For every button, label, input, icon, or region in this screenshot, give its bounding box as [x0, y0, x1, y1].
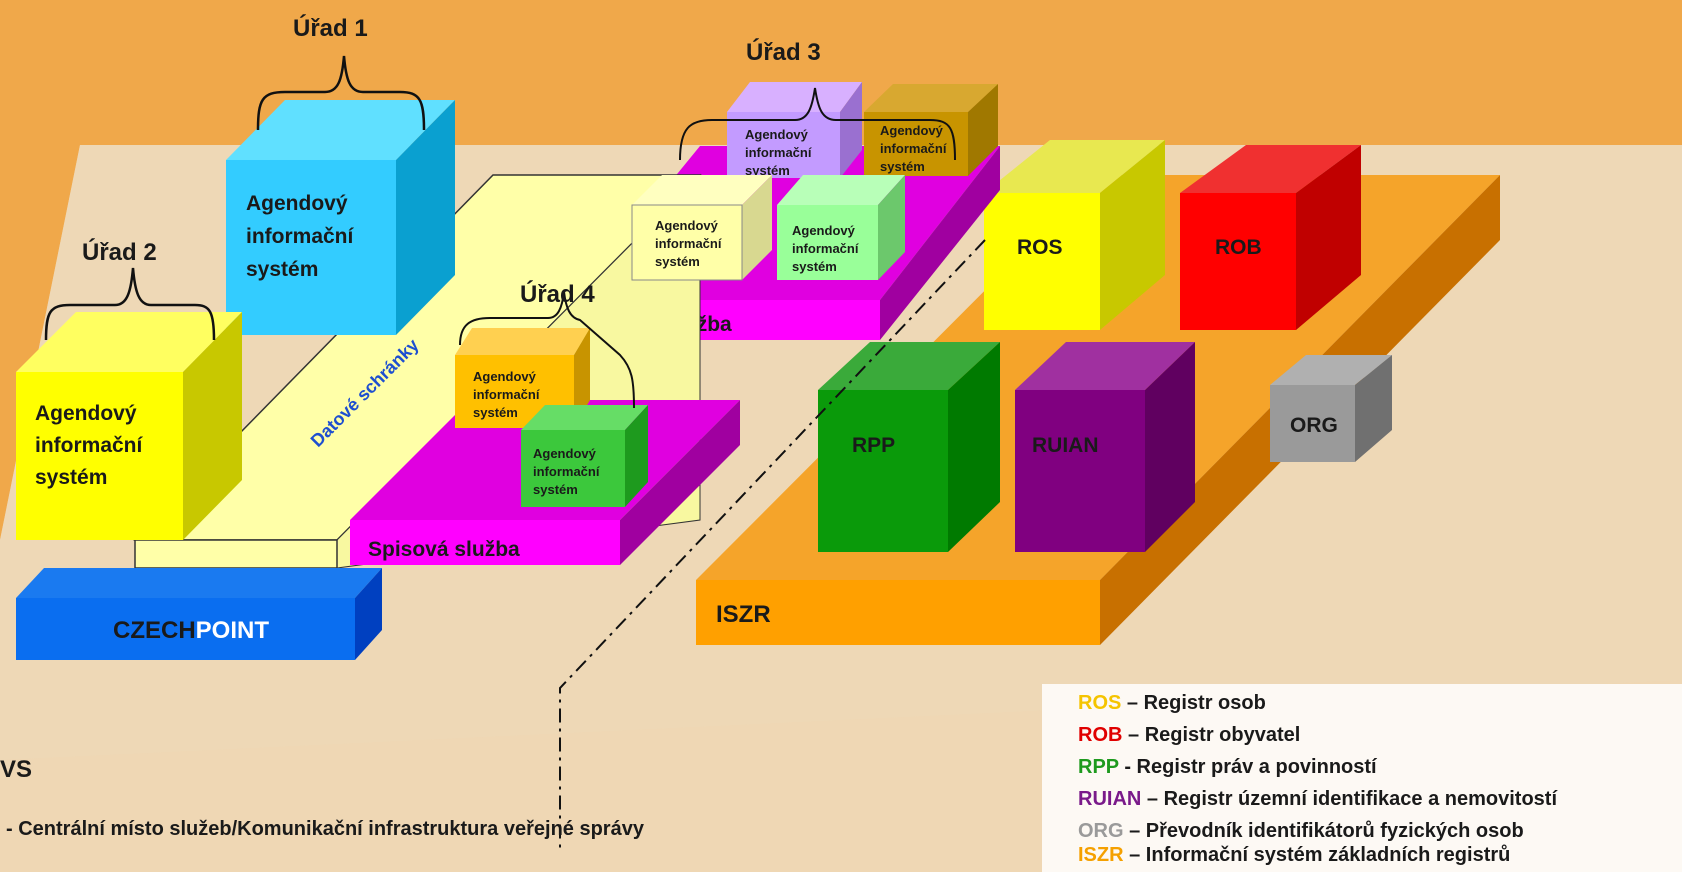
- org-cube: ORG: [1270, 355, 1392, 462]
- legend-abbr-org: ORG: [1078, 820, 1124, 842]
- ais-urad4-green-label: Agendový informační systém: [533, 446, 603, 497]
- ais-urad3-green-label: Agendový informační systém: [792, 223, 862, 274]
- separator-line: [559, 239, 986, 850]
- ros-cube: ROS: [984, 140, 1165, 330]
- ruian-cube: RUIAN: [1015, 342, 1195, 552]
- ais-urad4-green-cube: Agendový informační systém: [521, 405, 648, 507]
- ais-urad2-label: Agendový informační systém: [35, 402, 148, 489]
- ais-urad3-yellow-cube: Agendový informační systém: [631, 175, 772, 281]
- urad2-label: Úřad 2: [82, 238, 157, 266]
- legend-row-rpp: RPP - Registr práv a povinností: [1078, 756, 1377, 779]
- ais-urad1-cube: Agendový informační systém: [226, 100, 455, 335]
- legend-text-ruian: – Registr územní identifikace a nemovito…: [1141, 788, 1558, 810]
- brace-urad4: [459, 291, 635, 409]
- spisova-lower-label: Spisová služba: [368, 538, 520, 561]
- cmvs-description: - Centrální místo služeb/Komunikační inf…: [6, 818, 644, 840]
- ros-label: ROS: [1017, 236, 1063, 259]
- legend-row-ruian: RUIAN – Registr územní identifikace a ne…: [1078, 788, 1557, 811]
- legend: ROS – Registr osob ROB – Registr obyvate…: [1042, 684, 1682, 872]
- brace-urad3: [679, 87, 956, 161]
- ais-urad3-green-cube: Agendový informační systém: [777, 175, 905, 280]
- legend-abbr-ruian: RUIAN: [1078, 788, 1142, 810]
- brace-urad1: [256, 55, 426, 131]
- iszr-label: ISZR: [716, 601, 771, 628]
- ais-urad3-yellow-label: Agendový informační systém: [655, 218, 725, 269]
- legend-text-rob: – Registr obyvatel: [1122, 724, 1301, 746]
- czechpoint-part2: POINT: [196, 617, 270, 644]
- org-label: ORG: [1290, 414, 1338, 437]
- czechpoint-label: CZECHPOINT: [113, 617, 269, 644]
- legend-text-rpp: - Registr práv a povinností: [1118, 756, 1377, 778]
- legend-row-ros: ROS – Registr osob: [1078, 692, 1266, 715]
- rpp-label: RPP: [852, 434, 895, 457]
- ais-urad3-purple-cube: Agendový informační systém: [727, 82, 862, 178]
- ais-urad2-cube: Agendový informační systém: [16, 312, 242, 540]
- legend-abbr-ros: ROS: [1078, 692, 1122, 714]
- ais-urad4-gold-label: Agendový informační systém: [473, 369, 543, 420]
- ais-urad3-ochre-label: Agendový informační systém: [880, 123, 950, 174]
- ais-urad3-ochre-cube: Agendový informační systém: [864, 84, 998, 176]
- ruian-label: RUIAN: [1032, 434, 1099, 457]
- rpp-cube: RPP: [818, 342, 1000, 552]
- legend-text-org: – Převodník identifikátorů fyzických oso…: [1123, 820, 1524, 842]
- legend-abbr-rpp: RPP: [1078, 756, 1119, 778]
- ais-urad1-label: Agendový informační systém: [246, 192, 359, 281]
- legend-abbr-iszr: ISZR: [1078, 844, 1124, 866]
- legend-text-iszr: – Informační systém základních registrů: [1123, 844, 1511, 866]
- urad4-label: Úřad 4: [520, 280, 595, 308]
- legend-row-org: ORG – Převodník identifikátorů fyzických…: [1078, 820, 1524, 843]
- ais-urad3-purple-label: Agendový informační systém: [745, 127, 815, 178]
- rob-cube: ROB: [1180, 145, 1361, 330]
- legend-text-ros: – Registr osob: [1121, 692, 1266, 714]
- urad3-label: Úřad 3: [746, 38, 821, 66]
- czechpoint-block: CZECHPOINT: [16, 568, 382, 660]
- czechpoint-part1: CZECH: [113, 617, 196, 644]
- legend-row-iszr: ISZR – Informační systém základních regi…: [1078, 844, 1510, 867]
- ais-urad4-gold-cube: Agendový informační systém: [455, 328, 590, 428]
- legend-row-rob: ROB – Registr obyvatel: [1078, 724, 1300, 747]
- brace-urad2: [44, 267, 216, 341]
- legend-abbr-rob: ROB: [1078, 724, 1123, 746]
- urad1-label: Úřad 1: [293, 14, 368, 42]
- vs-label: VS: [0, 756, 33, 783]
- rob-label: ROB: [1215, 236, 1262, 259]
